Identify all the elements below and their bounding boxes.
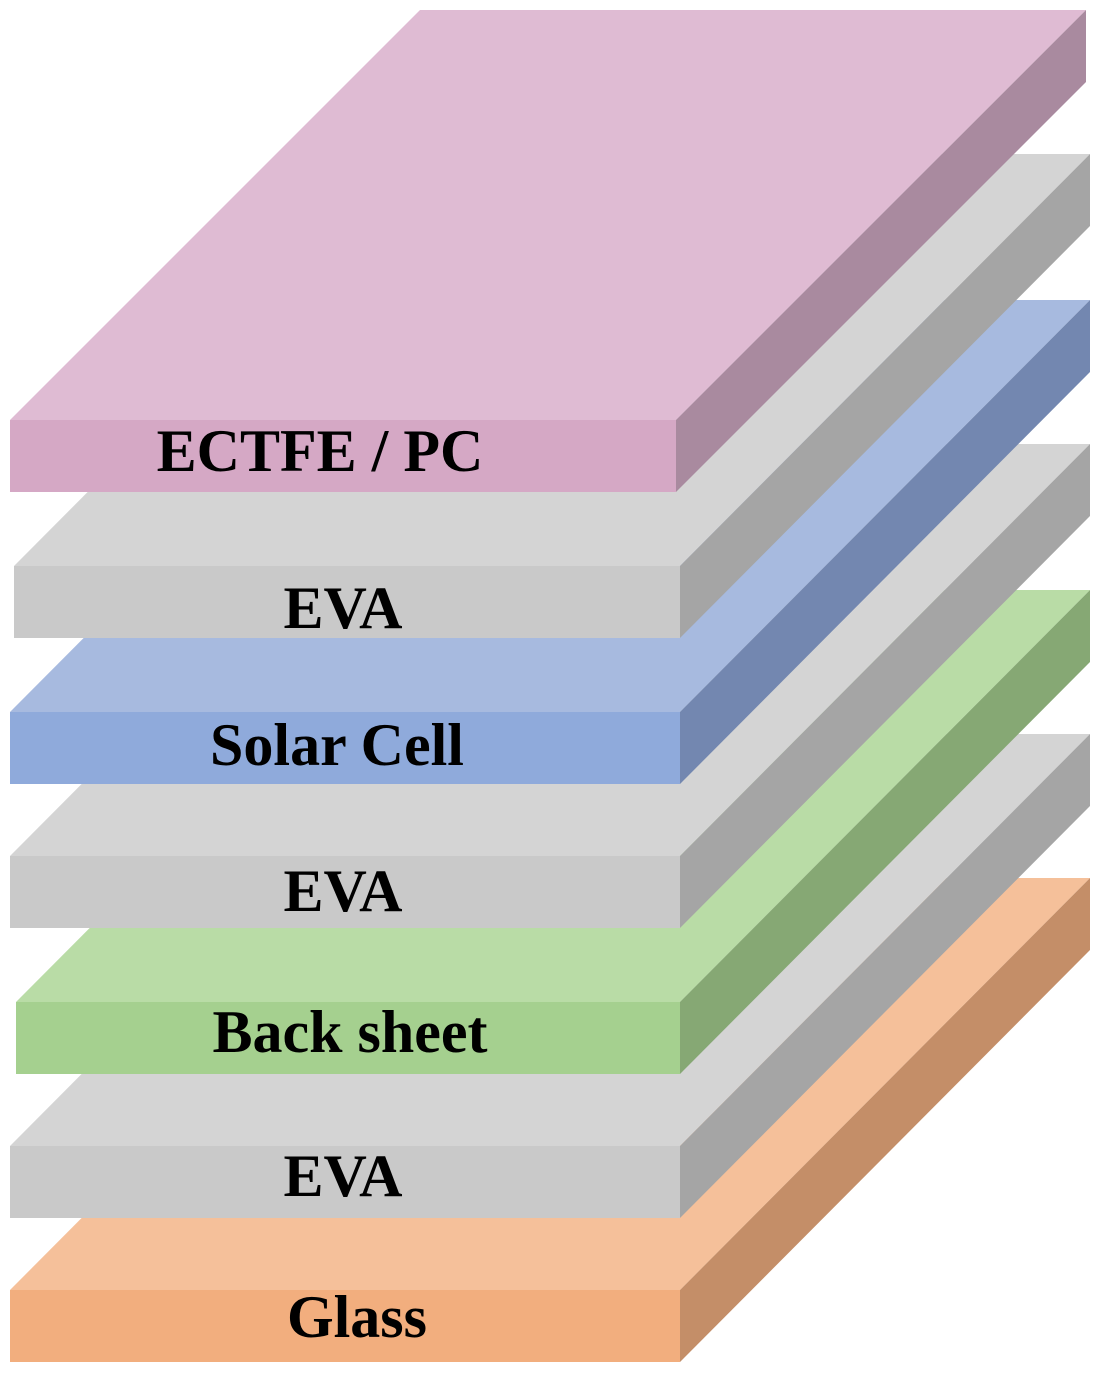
- layer-side-face: [676, 10, 1086, 492]
- layer-label: EVA: [284, 858, 403, 924]
- layer-top-face: [10, 10, 1086, 420]
- layer-ectfe-pc: ECTFE / PC: [10, 10, 1086, 492]
- layer-front-face: [10, 712, 680, 784]
- layer-front-face: [10, 856, 680, 928]
- layer-front-face: [14, 566, 680, 638]
- layer-front-face: [16, 1002, 680, 1074]
- layer-front-face: [10, 420, 676, 492]
- layer-side-face: [680, 300, 1090, 784]
- layer-label: Glass: [287, 1284, 427, 1350]
- layer-label: EVA: [284, 575, 403, 641]
- layer-side-face: [680, 734, 1090, 1218]
- layer-front-face: [10, 1290, 680, 1362]
- layer-side-face: [680, 878, 1090, 1362]
- layer-label: EVA: [284, 1143, 403, 1209]
- layer-side-face: [680, 444, 1090, 928]
- layer-label: Back sheet: [213, 999, 488, 1065]
- layer-side-face: [680, 154, 1090, 638]
- layer-label: Solar Cell: [210, 712, 464, 778]
- layer-stack: Glass EVA Back sheet EVA: [10, 10, 1090, 1362]
- layer-front-face: [10, 1146, 680, 1218]
- layer-side-face: [680, 590, 1090, 1074]
- layer-label: ECTFE / PC: [157, 418, 484, 484]
